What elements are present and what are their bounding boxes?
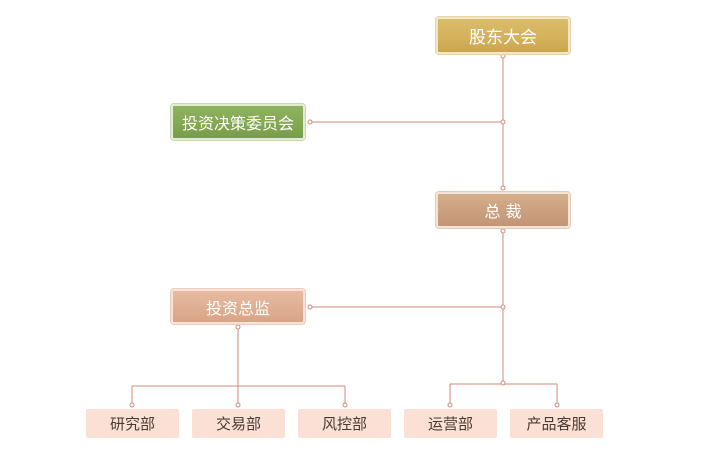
node-investment-director: 投资总监 xyxy=(171,289,305,324)
node-investment-committee: 投资决策委员会 xyxy=(171,104,305,140)
node-research-dept: 研究部 xyxy=(86,409,179,438)
node-shareholders-meeting: 股东大会 xyxy=(436,17,570,54)
node-trading-dept: 交易部 xyxy=(192,409,285,438)
node-label: 投资决策委员会 xyxy=(181,114,294,133)
node-operations-dept: 运营部 xyxy=(404,409,497,438)
node-label: 运营部 xyxy=(427,415,473,433)
node-label: 产品客服 xyxy=(526,415,587,433)
node-label: 研究部 xyxy=(109,415,155,433)
node-label: 股东大会 xyxy=(469,28,537,48)
node-label: 风控部 xyxy=(321,415,367,433)
node-label: 交易部 xyxy=(215,415,261,433)
node-product-service-dept: 产品客服 xyxy=(510,409,603,438)
node-label: 总 裁 xyxy=(484,202,522,221)
node-label: 投资总监 xyxy=(205,298,270,318)
node-risk-dept: 风控部 xyxy=(298,409,391,438)
node-president: 总 裁 xyxy=(436,192,570,228)
